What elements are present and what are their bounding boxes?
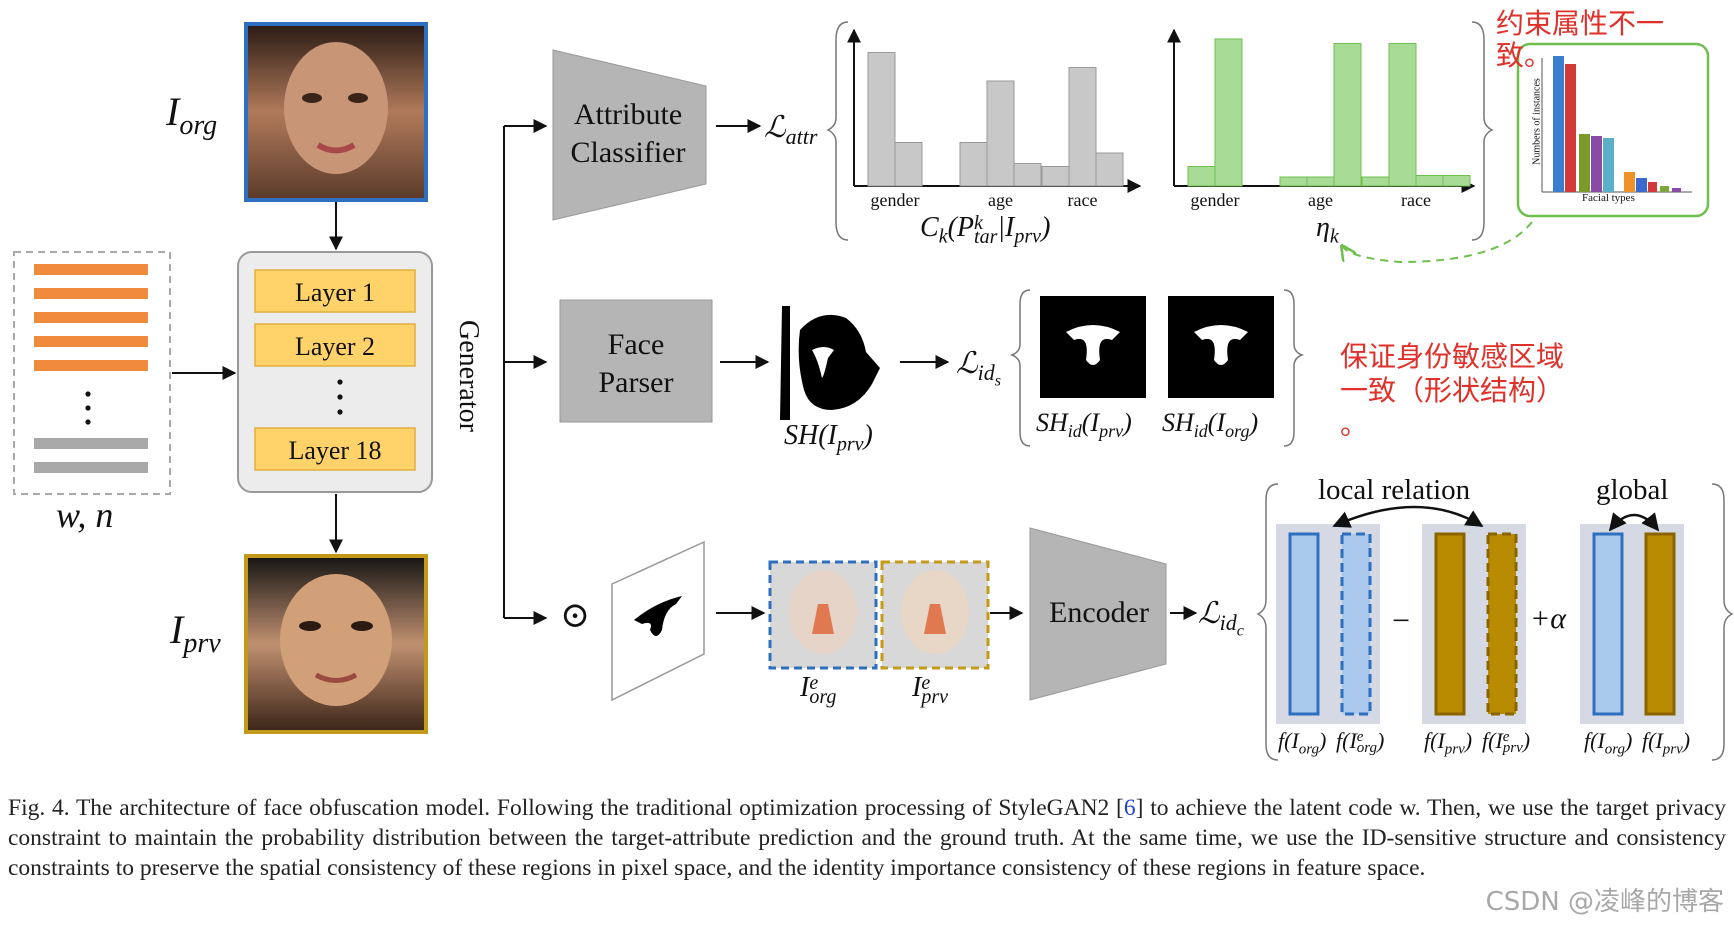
masked-images <box>768 560 990 670</box>
reference-link[interactable]: 6 <box>1123 795 1136 821</box>
chart1-bar <box>894 142 923 187</box>
sh-id-prv-label: SHid(Iprv) <box>1036 408 1132 442</box>
feature-label: f(Iprv) <box>1424 728 1473 758</box>
chart1-tick-label: age <box>988 190 1013 210</box>
idc-loss-label: ℒidc <box>1198 597 1244 640</box>
chart2-bar <box>1388 43 1417 187</box>
inset-xlabel: Facial types <box>1582 192 1635 204</box>
attribute-prediction-chart <box>847 28 1142 193</box>
chart2-bar <box>1333 43 1362 187</box>
chart1-bar <box>1013 163 1042 187</box>
chart2-tick-label: race <box>1401 190 1431 210</box>
chart1-bar <box>1095 152 1124 187</box>
semantic-head-mask <box>780 306 880 420</box>
layer-18-label: Layer 18 <box>288 436 382 465</box>
chart2-bar <box>1279 176 1308 187</box>
original-image-label: Iorg <box>166 89 218 141</box>
figure-caption: Fig. 4. The architecture of face obfusca… <box>8 795 1726 881</box>
encoder-shape <box>1029 527 1167 701</box>
chart1-bar <box>867 52 896 187</box>
ground-truth-chart <box>1167 28 1476 193</box>
chart1-tick-label: gender <box>870 190 920 210</box>
facial-types-inset <box>1342 42 1710 264</box>
private-face-image <box>244 554 428 734</box>
generator-block <box>237 251 433 493</box>
chart2-caption: ηk <box>1316 212 1339 248</box>
chart1-tick-label: race <box>1067 190 1098 210</box>
ids-loss-label: ℒids <box>956 347 1001 390</box>
chart2-tick-label: gender <box>1190 190 1240 210</box>
latent-label: w, n <box>56 495 114 535</box>
feature-label: f(Iorg) <box>1584 728 1633 758</box>
chart2-bar <box>1415 175 1444 187</box>
plus-alpha: +α <box>1530 602 1566 635</box>
chart1-bar <box>986 80 1015 187</box>
attribute-classifier-shape <box>552 49 707 221</box>
mask-plane <box>611 540 705 702</box>
minus-sign: − <box>1392 602 1411 638</box>
odot-symbol: ⊙ <box>560 595 591 635</box>
encoder-label: Encoder <box>1049 596 1149 629</box>
watermark: CSDN @凌峰的博客 <box>1485 887 1724 917</box>
chart1-bar <box>1068 67 1097 187</box>
chart1-bar <box>959 142 988 187</box>
attr-annotation: 约束属性不一致。 <box>1496 7 1665 72</box>
parse-annotation: 保证身份敏感区域一致（形状结构）。 <box>1340 340 1565 441</box>
sh-id-org-label: SHid(Iorg) <box>1162 408 1259 442</box>
inset-ylabel: Numbers of instances <box>1531 78 1543 165</box>
sh-id-masks <box>1040 296 1274 398</box>
chart2-bar <box>1187 166 1216 187</box>
global-label: global <box>1596 474 1669 506</box>
chart2-bar <box>1442 175 1471 187</box>
layer-1-label: Layer 1 <box>294 278 376 307</box>
local-relation-label: local relation <box>1318 474 1471 506</box>
generator-label: Generator <box>453 320 484 432</box>
chart2-bar <box>1361 176 1390 187</box>
feature-label: f(Iprv) <box>1642 728 1691 758</box>
chart2-bar <box>1306 176 1335 187</box>
private-image-label: Iprv <box>170 607 221 659</box>
feature-vectors <box>1276 505 1684 724</box>
chart1-bar <box>1041 166 1070 187</box>
sh-label: SH(Iprv) <box>784 420 873 456</box>
original-face-image <box>244 22 428 202</box>
attr-loss-label: ℒattr <box>764 111 818 149</box>
layer-2-label: Layer 2 <box>294 332 376 361</box>
feature-label: f(Iorg) <box>1278 728 1327 758</box>
latent-code-box <box>13 251 171 495</box>
chart2-tick-label: age <box>1308 190 1333 210</box>
face-parser-shape <box>559 299 713 423</box>
chart2-bar <box>1214 38 1243 187</box>
